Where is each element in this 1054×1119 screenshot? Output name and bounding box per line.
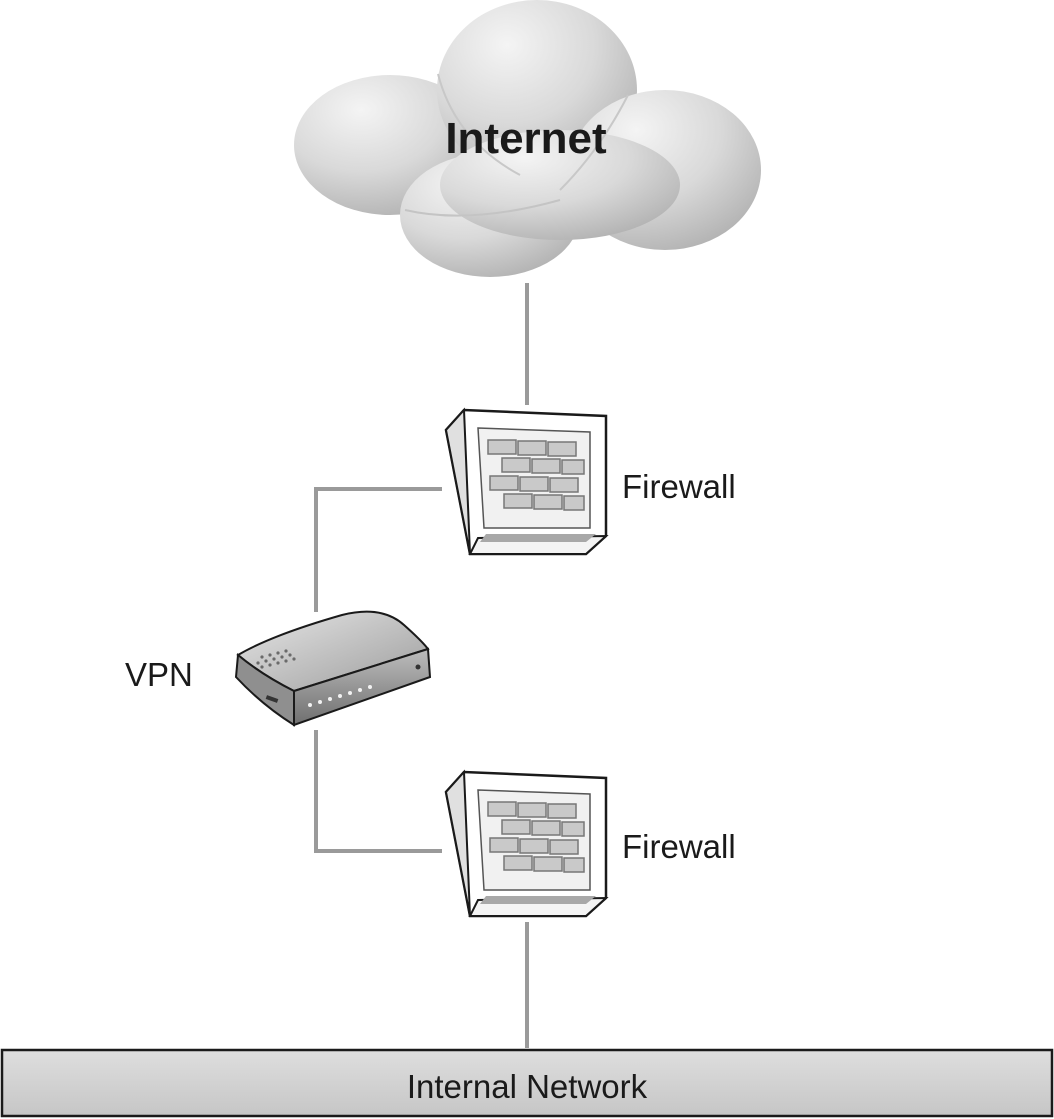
firewall-bottom-label: Firewall xyxy=(622,828,736,865)
internet-label: Internet xyxy=(445,114,607,163)
cloud-icon: Internet xyxy=(294,0,761,277)
link-firewall-vpn xyxy=(314,487,442,612)
internal-network-label: Internal Network xyxy=(407,1068,648,1105)
vpn-router-icon xyxy=(234,610,432,727)
firewall-top-label: Firewall xyxy=(622,468,736,505)
network-bar-icon: Internal Network xyxy=(0,1048,1054,1118)
link-vpn-firewall xyxy=(314,730,442,853)
firewall-icon xyxy=(444,407,609,556)
vpn-label: VPN xyxy=(125,656,193,693)
connection-lines xyxy=(314,283,529,1048)
firewall-icon xyxy=(444,769,609,918)
